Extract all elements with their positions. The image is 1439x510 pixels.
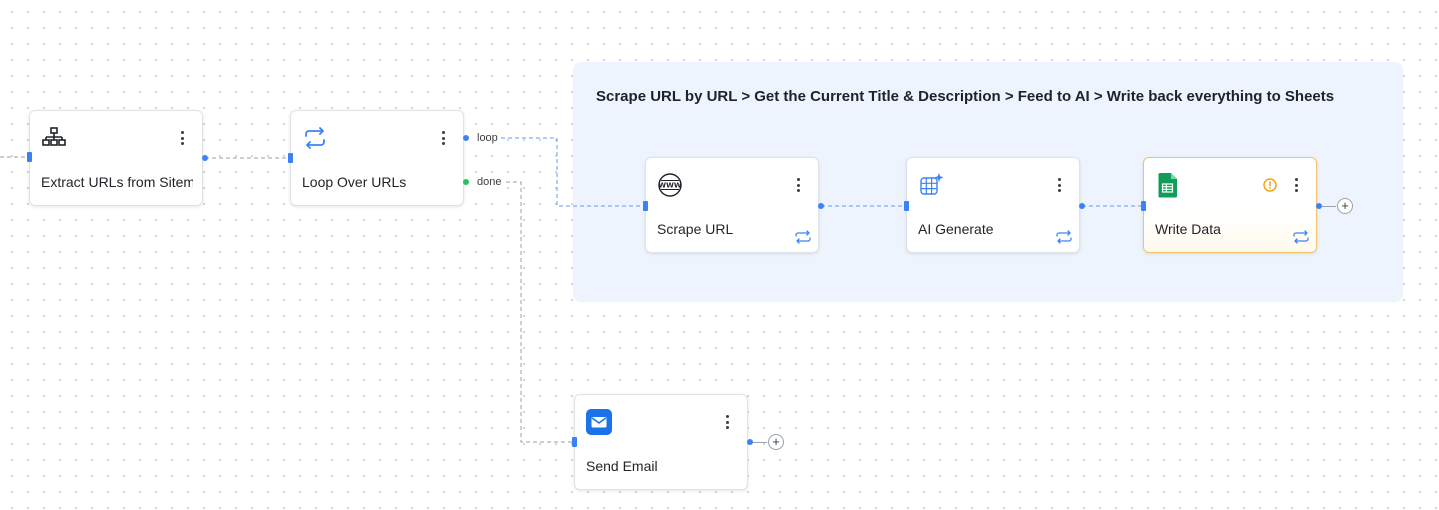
add-connector-line — [753, 442, 767, 443]
loop-icon — [302, 125, 328, 151]
loop-badge-icon — [794, 230, 812, 244]
group-title: Scrape URL by URL > Get the Current Titl… — [596, 88, 1335, 105]
output-handle[interactable] — [202, 155, 208, 161]
add-step-button[interactable]: + — [768, 434, 784, 450]
output-handle[interactable] — [747, 439, 753, 445]
loop-badge-icon — [1292, 230, 1310, 244]
node-loop-over-urls[interactable]: Loop Over URLs — [290, 110, 464, 206]
warning-icon[interactable] — [1263, 178, 1277, 192]
node-label: Send Email — [586, 458, 658, 474]
output-handle[interactable] — [1316, 203, 1322, 209]
node-menu-button[interactable] — [791, 176, 805, 194]
www-globe-icon: WWW — [657, 172, 683, 198]
input-handle[interactable] — [904, 201, 909, 211]
loop-port-handle[interactable] — [463, 135, 469, 141]
input-handle[interactable] — [643, 201, 648, 211]
node-menu-button[interactable] — [1052, 176, 1066, 194]
input-handle[interactable] — [1141, 201, 1146, 211]
loop-port-label: loop — [474, 131, 501, 145]
mail-icon — [586, 409, 612, 435]
done-port-handle[interactable] — [463, 179, 469, 185]
node-menu-button[interactable] — [1289, 176, 1303, 194]
loop-badge-icon — [1055, 230, 1073, 244]
node-ai-generate[interactable]: AI Generate — [906, 157, 1080, 253]
output-handle[interactable] — [818, 203, 824, 209]
node-label: AI Generate — [918, 221, 994, 237]
node-label: Loop Over URLs — [302, 174, 407, 190]
output-handle[interactable] — [1079, 203, 1085, 209]
node-extract-urls[interactable]: Extract URLs from Sitemap — [29, 110, 203, 206]
edge-loop-to-scrape — [501, 137, 645, 207]
input-handle[interactable] — [27, 152, 32, 162]
google-sheets-icon — [1155, 172, 1181, 198]
node-label: Scrape URL — [657, 221, 734, 237]
node-send-email[interactable]: Send Email — [574, 394, 748, 490]
done-port-label: done — [474, 175, 505, 189]
input-handle[interactable] — [572, 437, 577, 447]
edge-done-to-email — [506, 181, 574, 443]
svg-text:WWW: WWW — [658, 182, 681, 190]
node-write-data[interactable]: Write Data — [1143, 157, 1317, 253]
sitemap-icon — [41, 125, 67, 151]
node-menu-button[interactable] — [720, 413, 734, 431]
input-handle[interactable] — [288, 153, 293, 163]
node-menu-button[interactable] — [436, 129, 450, 147]
add-step-button[interactable]: + — [1337, 198, 1353, 214]
node-label: Write Data — [1155, 221, 1221, 237]
node-menu-button[interactable] — [175, 129, 189, 147]
node-scrape-url[interactable]: WWW Scrape URL — [645, 157, 819, 253]
add-connector-line — [1322, 206, 1336, 207]
ai-grid-sparkle-icon — [918, 172, 944, 198]
node-label: Extract URLs from Sitemap — [41, 174, 193, 190]
